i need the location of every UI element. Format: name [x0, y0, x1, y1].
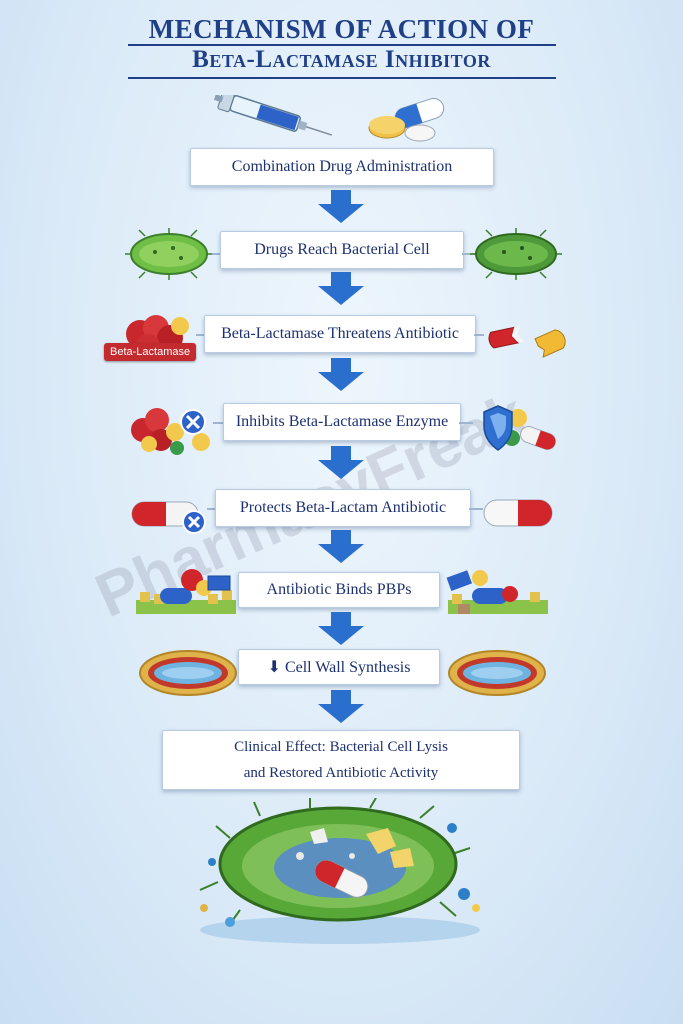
connector: [469, 508, 483, 510]
step-box-7: ⬇ Cell Wall Synthesis: [238, 649, 440, 685]
connector: [196, 334, 206, 336]
connector: [474, 334, 484, 336]
connector: [207, 508, 217, 510]
down-arrow-7: [318, 690, 364, 723]
step-box-2: Drugs Reach Bacterial Cell: [220, 231, 464, 269]
connector: [213, 422, 225, 424]
connector: [212, 253, 222, 255]
capsule-icon-left: [131, 501, 206, 534]
step-box-6: Antibiotic Binds PBPs: [238, 572, 440, 608]
bacteria-icon-left: [125, 228, 213, 280]
step-box-3: Beta-Lactamase Threatens Antibiotic: [204, 315, 476, 353]
down-arrow-5: [318, 530, 364, 563]
syringe-icon: [213, 95, 333, 136]
clinical-effect-line-1: Clinical Effect: Bacterial Cell Lysis: [234, 739, 448, 755]
pbp-cell-wall-icon-left: [136, 569, 236, 614]
lysed-cell-icon: [199, 798, 480, 944]
beta-lactamase-badge: Beta-Lactamase: [104, 343, 197, 361]
step-box-4: Inhibits Beta-Lactamase Enzyme: [223, 403, 461, 441]
down-arrow-2: [318, 272, 364, 305]
step-box-5: Protects Beta-Lactam Antibiotic: [215, 489, 471, 527]
broken-capsule-icon: [488, 326, 566, 358]
down-arrow-3: [318, 358, 364, 391]
down-arrow-4: [318, 446, 364, 479]
connector: [459, 422, 473, 424]
pbp-cell-wall-icon-right: [446, 570, 548, 614]
title-underline-2: [128, 77, 556, 79]
clinical-effect-line-2: and Restored Antibiotic Activity: [243, 765, 439, 781]
down-arrow-6: [318, 612, 364, 645]
title-line-1: MECHANISM OF ACTION OF: [148, 14, 535, 44]
step-box-1: Combination Drug Administration: [190, 148, 494, 186]
bacteria-icon-right: [470, 228, 562, 280]
cell-wall-icon-left: [139, 650, 237, 696]
clinical-effect-box: Clinical Effect: Bacterial Cell Lysis an…: [162, 730, 520, 790]
pills-icon: [368, 97, 445, 142]
down-arrow-1: [318, 190, 364, 223]
connector: [462, 253, 476, 255]
inhibited-enzyme-icon: [131, 408, 210, 455]
title-line-2: Beta-Lactamase Inhibitor: [192, 46, 491, 73]
shield-icon: [483, 405, 556, 451]
title-underline-1: [128, 44, 556, 46]
capsule-icon-right: [483, 499, 553, 527]
cell-wall-icon-right: [448, 650, 546, 696]
